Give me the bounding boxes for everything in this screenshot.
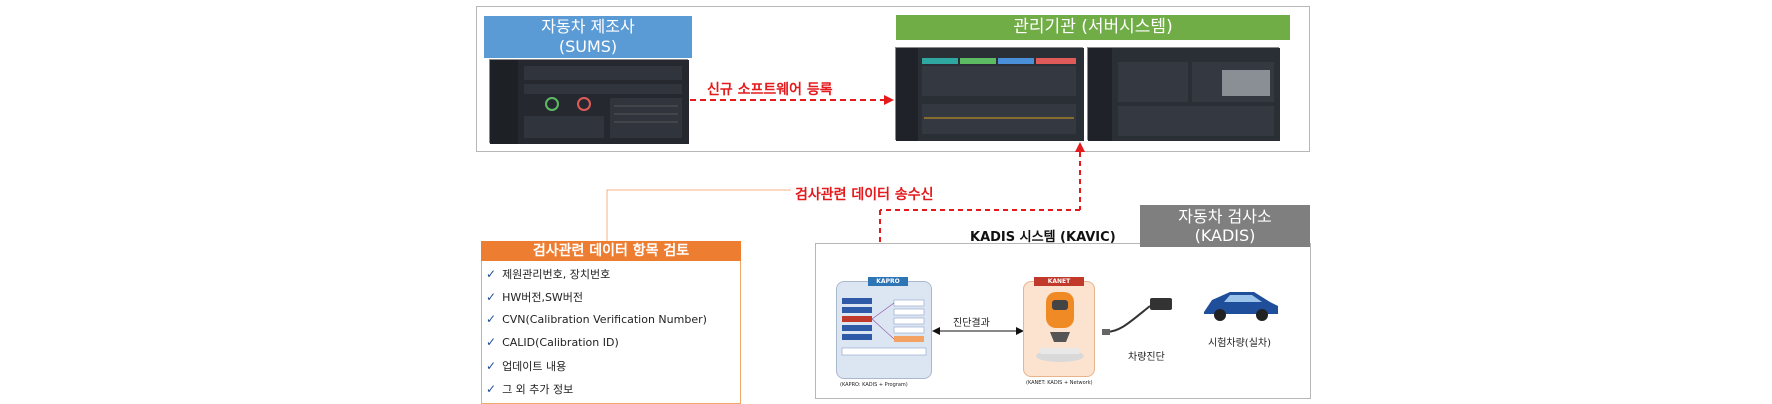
sums-screenshot bbox=[489, 59, 689, 144]
obd-cable-graphic bbox=[1102, 298, 1172, 335]
review-item-text: HW버전,SW버전 bbox=[502, 291, 584, 304]
review-item: ✓ 업데이트 내용 bbox=[486, 358, 566, 374]
test-car-graphic bbox=[1204, 292, 1278, 321]
review-item: ✓ CALID(Calibration ID) bbox=[486, 335, 619, 349]
review-connector bbox=[606, 189, 791, 242]
diagnosis-result-arrow bbox=[932, 327, 1024, 335]
kapro-modules-graphic bbox=[841, 298, 927, 356]
vehicle-diagnosis-label: 차량진단 bbox=[1128, 352, 1165, 363]
review-title: 검사관련 데이터 항목 검토 bbox=[481, 241, 741, 261]
kadis-system-title: KADIS 시스템 (KAVIC) bbox=[970, 230, 1116, 245]
kanet-caption: (KANET: KADIS + Network) bbox=[1026, 380, 1093, 386]
check-icon: ✓ bbox=[486, 382, 497, 396]
manufacturer-header: 자동차 제조사 (SUMS) bbox=[484, 16, 692, 58]
check-icon: ✓ bbox=[486, 335, 497, 349]
server-screenshot-left bbox=[895, 47, 1084, 141]
review-item-text: 그 외 추가 정보 bbox=[502, 383, 574, 396]
check-icon: ✓ bbox=[486, 267, 497, 281]
server-dashboard-graphic bbox=[896, 48, 1084, 141]
inspection-header: 자동차 검사소 (KADIS) bbox=[1140, 205, 1310, 247]
server-screenshot-right bbox=[1087, 47, 1280, 141]
check-icon: ✓ bbox=[486, 290, 497, 304]
check-icon: ✓ bbox=[486, 312, 497, 326]
manufacturer-subtitle: (SUMS) bbox=[558, 37, 618, 56]
sums-dashboard-graphic bbox=[490, 60, 689, 144]
register-arrow-label: 신규 소프트웨어 등록 bbox=[707, 82, 833, 98]
kanet-badge: KANET bbox=[1034, 277, 1084, 286]
review-item: ✓ 제원관리번호, 장치번호 bbox=[486, 266, 610, 282]
kapro-badge: KAPRO bbox=[868, 277, 908, 286]
exchange-arrow-label: 검사관련 데이터 송수신 bbox=[795, 187, 934, 203]
check-icon: ✓ bbox=[486, 359, 497, 373]
kanet-device-graphic bbox=[1036, 292, 1084, 362]
review-item: ✓ CVN(Calibration Verification Number) bbox=[486, 312, 707, 326]
server-detail-graphic bbox=[1088, 48, 1280, 141]
manufacturer-title: 자동차 제조사 bbox=[541, 17, 635, 36]
review-item-text: CALID(Calibration ID) bbox=[502, 336, 619, 349]
review-item-text: 업데이트 내용 bbox=[502, 360, 567, 373]
inspection-subtitle: (KADIS) bbox=[1194, 226, 1256, 245]
review-item-text: 제원관리번호, 장치번호 bbox=[502, 268, 611, 281]
register-arrow bbox=[690, 95, 894, 105]
inspection-title: 자동차 검사소 bbox=[1178, 207, 1272, 226]
authority-header: 관리기관 (서버시스템) bbox=[896, 15, 1290, 40]
test-vehicle-label: 시험차량(실차) bbox=[1208, 338, 1272, 349]
review-item: ✓ HW버전,SW버전 bbox=[486, 289, 583, 305]
review-item-text: CVN(Calibration Verification Number) bbox=[502, 313, 707, 326]
diagnosis-result-label: 진단결과 bbox=[953, 318, 990, 329]
review-item: ✓ 그 외 추가 정보 bbox=[486, 381, 573, 397]
kapro-caption: (KAPRO: KADIS + Program) bbox=[840, 382, 908, 388]
review-box bbox=[481, 241, 741, 404]
